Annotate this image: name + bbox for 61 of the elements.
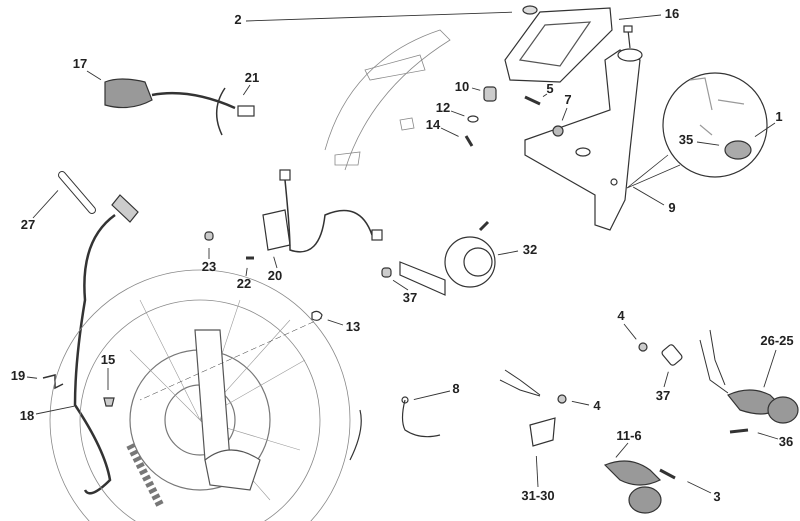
callout-number: 3 [713, 490, 721, 504]
callout-number: 31-30 [521, 489, 555, 503]
callout-number: 19 [10, 369, 26, 383]
callout-number: 27 [20, 218, 36, 232]
callout-number: 18 [20, 409, 34, 423]
callout-number: 10 [454, 80, 470, 94]
leader-line [86, 70, 102, 80]
leader-line [208, 248, 210, 260]
leader-line [757, 432, 778, 440]
callout-number: 21 [244, 71, 260, 85]
callout-number: 16 [664, 7, 680, 21]
callout-number: 37 [402, 291, 418, 305]
leader-line [562, 108, 568, 121]
leader-line [618, 14, 662, 20]
callout-number: 12 [436, 101, 450, 115]
leader-line [26, 376, 38, 379]
leader-line [536, 456, 538, 488]
callout-number: 36 [778, 435, 794, 449]
leader-line [664, 371, 669, 388]
leader-line [615, 442, 628, 458]
leader-line [696, 142, 720, 146]
callout-number: 14 [426, 118, 440, 132]
leader-line [246, 12, 512, 22]
callout-number: 37 [656, 389, 670, 403]
callout-number: 4 [617, 309, 625, 323]
callout-number: 8 [452, 382, 460, 396]
leader-line [542, 94, 548, 98]
leader-line [273, 256, 278, 268]
leader-line [32, 190, 58, 218]
leader-line [413, 390, 450, 400]
leader-line [754, 122, 776, 138]
leader-line [624, 324, 637, 340]
callout-number: 17 [72, 57, 88, 71]
leader-line [36, 406, 75, 414]
leader-line [686, 481, 712, 494]
callout-number: 1 [775, 110, 783, 124]
leader-line [327, 319, 344, 326]
leader-line [440, 128, 460, 137]
leader-line [571, 400, 590, 406]
callout-number: 9 [668, 201, 676, 215]
callout-number: 32 [522, 243, 538, 257]
callout-number: 11-6 [616, 429, 642, 443]
leader-line [472, 88, 481, 91]
callout-number: 13 [346, 320, 360, 334]
callout-number: 20 [268, 269, 282, 283]
callout-number: 35 [678, 133, 694, 147]
leader-line [497, 250, 518, 256]
callout-number: 15 [100, 353, 116, 367]
callout-number: 7 [564, 93, 572, 107]
callout-number: 4 [593, 399, 601, 413]
leader-line [242, 84, 250, 96]
callout-number: 2 [234, 13, 242, 27]
leader-line [450, 110, 465, 116]
callout-number: 26-25 [760, 334, 794, 348]
callout-number: 5 [546, 82, 554, 96]
leader-line [763, 350, 776, 388]
leader-line [246, 268, 248, 276]
callout-number: 23 [202, 260, 216, 274]
leader-line [392, 280, 408, 290]
callout-number: 22 [236, 277, 252, 291]
leader-line [632, 186, 664, 206]
